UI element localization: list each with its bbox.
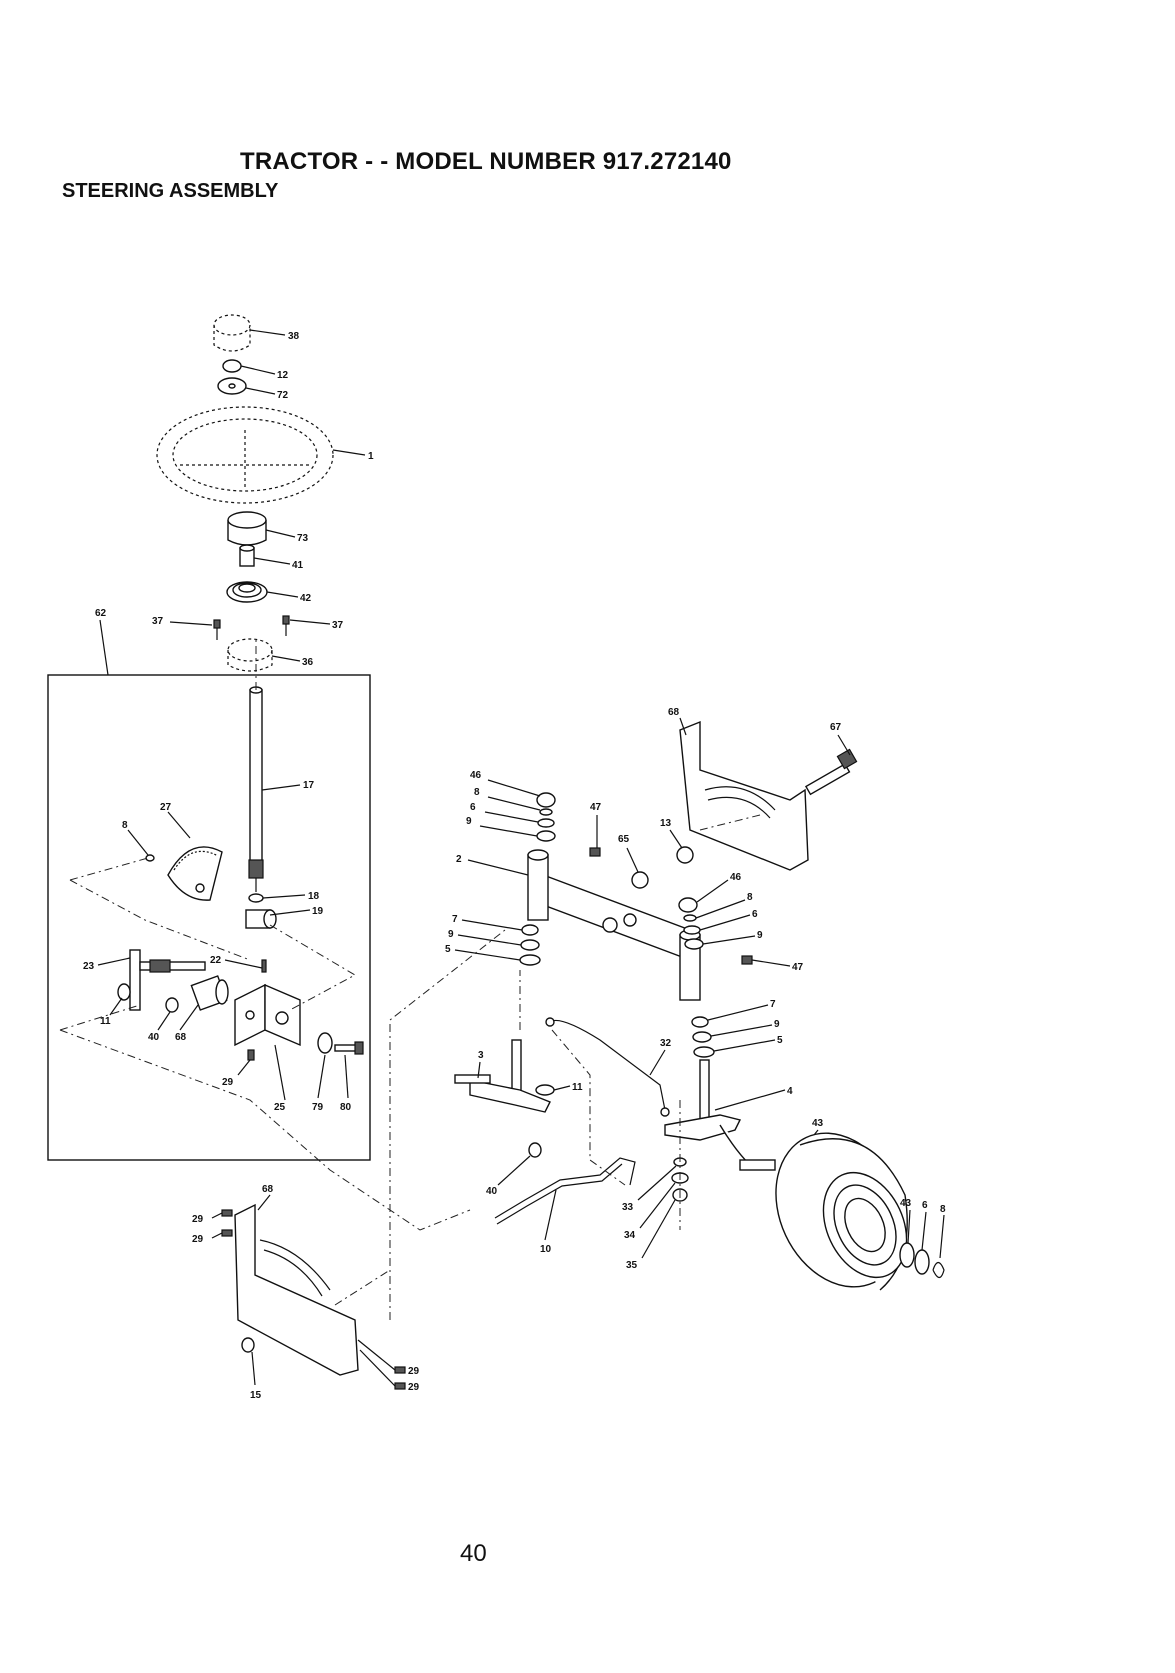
callout-7-left: 7 <box>452 914 458 925</box>
part-sector-gear <box>168 847 222 900</box>
part-bolt-right <box>283 616 289 636</box>
callout-46-right: 46 <box>730 872 742 883</box>
callout-79: 79 <box>312 1102 324 1113</box>
callout-22: 22 <box>210 955 222 966</box>
callout-10: 10 <box>540 1244 552 1255</box>
callout-4: 4 <box>787 1086 793 1097</box>
part-boot <box>227 582 267 602</box>
callout-11-left: 11 <box>100 1016 111 1027</box>
callout-68-inset: 68 <box>175 1032 187 1043</box>
part-washer-18 <box>249 894 263 902</box>
callout-46-left: 46 <box>470 770 482 781</box>
callout-9-under-left: 9 <box>448 929 454 940</box>
callout-29-lower-d: 29 <box>408 1382 420 1393</box>
callout-9-left: 9 <box>466 816 472 827</box>
part-bracket <box>235 985 300 1045</box>
part-bolt-67 <box>806 749 857 794</box>
callout-73: 73 <box>297 533 309 544</box>
callout-42: 42 <box>300 593 312 604</box>
callout-29-lower-b: 29 <box>192 1234 204 1245</box>
callout-5-right: 5 <box>777 1035 783 1046</box>
part-front-wheel <box>752 1112 928 1308</box>
callout-65: 65 <box>618 834 630 845</box>
callout-47-right: 47 <box>792 962 804 973</box>
callout-13: 13 <box>660 818 672 829</box>
callout-62: 62 <box>95 608 107 619</box>
part-axle-bracket-left <box>235 1205 358 1375</box>
callout-33: 33 <box>622 1202 634 1213</box>
part-spindle-right <box>665 1060 775 1170</box>
callout-27: 27 <box>160 802 172 813</box>
callout-72: 72 <box>277 390 289 401</box>
callout-6-wheel: 6 <box>922 1200 928 1211</box>
callout-41: 41 <box>292 560 304 571</box>
callout-6-left: 6 <box>470 802 476 813</box>
callout-68-lower: 68 <box>262 1184 274 1195</box>
callout-23: 23 <box>83 961 95 972</box>
callout-7-right: 7 <box>770 999 776 1010</box>
part-adapter <box>228 512 266 545</box>
callout-34: 34 <box>624 1230 636 1241</box>
callout-8-axle-left: 8 <box>474 787 480 798</box>
callout-1: 1 <box>368 451 374 462</box>
callout-47-left: 47 <box>590 802 602 813</box>
callout-38: 38 <box>288 331 300 342</box>
callout-29-lower-c: 29 <box>408 1366 420 1377</box>
callout-2: 2 <box>456 854 462 865</box>
callout-36: 36 <box>302 657 314 668</box>
callout-17: 17 <box>303 780 315 791</box>
callout-25: 25 <box>274 1102 286 1113</box>
callout-43-right: 43 <box>900 1198 912 1209</box>
callout-9-right: 9 <box>757 930 763 941</box>
callout-80: 80 <box>340 1102 352 1113</box>
part-cap <box>214 315 250 351</box>
part-bushing <box>240 545 254 566</box>
callout-67: 67 <box>830 722 842 733</box>
part-drag-link <box>546 1018 669 1116</box>
callout-9-under-right: 9 <box>774 1019 780 1030</box>
callout-29-lower-a: 29 <box>192 1214 204 1225</box>
part-bolt-left <box>214 620 220 640</box>
page-number: 40 <box>460 1540 487 1568</box>
part-support <box>228 639 272 671</box>
callout-29-inset: 29 <box>222 1077 234 1088</box>
part-bolt-80 <box>335 1042 363 1054</box>
callout-37-left: 37 <box>152 616 164 627</box>
callout-8-axle-right: 8 <box>747 892 753 903</box>
callout-35: 35 <box>626 1260 638 1271</box>
callout-43-left: 43 <box>812 1118 824 1129</box>
callout-8-wheel: 8 <box>940 1204 946 1215</box>
callout-6-right: 6 <box>752 909 758 920</box>
part-front-axle <box>528 850 700 1000</box>
inset-box <box>48 675 370 1160</box>
callout-40-right: 40 <box>486 1186 498 1197</box>
callout-32: 32 <box>660 1038 672 1049</box>
callout-11-right: 11 <box>572 1082 583 1093</box>
callout-40-left: 40 <box>148 1032 160 1043</box>
callout-37-right: 37 <box>332 620 344 631</box>
part-steering-wheel <box>157 407 333 503</box>
callout-3: 3 <box>478 1050 484 1061</box>
part-nut <box>223 360 241 372</box>
callout-15: 15 <box>250 1390 262 1401</box>
part-pinion <box>246 910 276 928</box>
callout-12: 12 <box>277 370 289 381</box>
part-bushing-68 <box>191 976 228 1010</box>
callout-18: 18 <box>308 891 320 902</box>
part-steering-shaft <box>249 687 263 892</box>
callout-5-left: 5 <box>445 944 451 955</box>
callout-19: 19 <box>312 906 324 917</box>
callout-68-right: 68 <box>668 707 680 718</box>
part-axle-bracket-right <box>680 722 808 870</box>
callout-8-left: 8 <box>122 820 128 831</box>
part-spindle-left <box>455 1040 550 1112</box>
